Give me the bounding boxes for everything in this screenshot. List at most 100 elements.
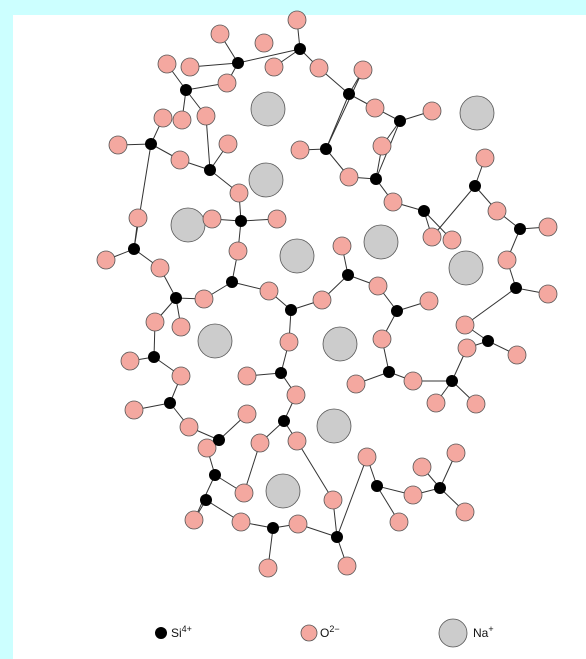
- silicon-atom: [434, 482, 446, 494]
- silicon-atom: [204, 164, 216, 176]
- oxygen-atom: [423, 228, 441, 246]
- oxygen-atom: [158, 55, 176, 73]
- silicon-atom: [278, 415, 290, 427]
- oxygen-atom: [358, 448, 376, 466]
- oxygen-atom: [324, 491, 342, 509]
- oxygen-atom: [197, 107, 215, 125]
- oxygen-atom: [458, 339, 476, 357]
- oxygen-atom: [180, 418, 198, 436]
- legend-o-label: O2−: [320, 624, 340, 640]
- oxygen-atom: [488, 202, 506, 220]
- silicon-atom: [209, 469, 221, 481]
- legend-si-marker: [155, 627, 167, 639]
- oxygen-atom: [456, 316, 474, 334]
- oxygen-atom: [347, 375, 365, 393]
- legend-na-label: Na+: [473, 624, 494, 640]
- oxygen-atom: [251, 434, 269, 452]
- silicon-atom: [482, 335, 494, 347]
- oxygen-atom: [340, 168, 358, 186]
- oxygen-atom: [218, 74, 236, 92]
- oxygen-atom: [129, 209, 147, 227]
- oxygen-atom: [259, 559, 277, 577]
- sodium-ion: [460, 96, 494, 130]
- silicon-atom: [370, 173, 382, 185]
- silicon-atom: [446, 375, 458, 387]
- silicon-atom: [226, 276, 238, 288]
- silicon-atom: [391, 305, 403, 317]
- sodium-ion: [323, 327, 357, 361]
- oxygen-atom: [423, 102, 441, 120]
- oxygen-atom: [443, 231, 461, 249]
- oxygen-atom: [447, 444, 465, 462]
- silicon-atom: [164, 397, 176, 409]
- oxygen-atom: [151, 259, 169, 277]
- silicon-atom: [232, 57, 244, 69]
- oxygen-atom: [229, 242, 247, 260]
- oxygen-atom: [390, 513, 408, 531]
- oxygen-atom: [366, 99, 384, 117]
- oxygen-atom: [373, 330, 391, 348]
- oxygen-atom: [232, 513, 250, 531]
- oxygen-atom: [384, 193, 402, 211]
- oxygen-atom: [255, 34, 273, 52]
- bond-line: [465, 288, 516, 325]
- oxygen-atom: [265, 58, 283, 76]
- silicon-atom: [510, 282, 522, 294]
- oxygen-atom: [171, 151, 189, 169]
- oxygen-atom: [238, 367, 256, 385]
- silicon-atom: [275, 367, 287, 379]
- oxygen-atom: [467, 395, 485, 413]
- sodium-ion: [449, 251, 483, 285]
- silicon-atom: [267, 522, 279, 534]
- silicon-atom: [294, 43, 306, 55]
- silicon-atom: [469, 180, 481, 192]
- silicon-atom: [418, 205, 430, 217]
- oxygen-atom: [456, 503, 474, 521]
- oxygen-atom: [287, 386, 305, 404]
- silicon-atom: [331, 531, 343, 543]
- oxygen-atom: [288, 432, 306, 450]
- oxygen-atom: [173, 111, 191, 129]
- oxygen-atom: [498, 251, 516, 269]
- oxygen-atom: [354, 61, 372, 79]
- oxygen-atom: [125, 401, 143, 419]
- silicon-atom: [383, 366, 395, 378]
- oxygen-atom: [195, 290, 213, 308]
- oxygen-atom: [185, 511, 203, 529]
- silicon-atom: [343, 88, 355, 100]
- silicon-atom: [200, 494, 212, 506]
- legend-si-label: Si4+: [171, 624, 192, 640]
- silicon-atom: [342, 269, 354, 281]
- legend: Si4+ O2− Na+: [155, 619, 494, 647]
- oxygen-atom: [427, 394, 445, 412]
- oxygen-atom: [172, 367, 190, 385]
- oxygen-atom: [288, 11, 306, 29]
- silicon-atom: [180, 84, 192, 96]
- oxygen-atom: [373, 137, 391, 155]
- silicon-atom: [320, 143, 332, 155]
- oxygen-atom: [369, 277, 387, 295]
- oxygen-atom: [404, 486, 422, 504]
- oxygen-atom: [476, 149, 494, 167]
- oxygen-atom: [230, 184, 248, 202]
- silicon-atom: [394, 115, 406, 127]
- silicon-atom: [128, 243, 140, 255]
- silicon-atom: [235, 215, 247, 227]
- oxygen-atom: [508, 346, 526, 364]
- oxygen-atom: [181, 58, 199, 76]
- oxygen-atom: [260, 282, 278, 300]
- sodium-ion: [198, 324, 232, 358]
- oxygen-atom: [154, 109, 172, 127]
- legend-na-marker: [439, 619, 467, 647]
- sodium-ion: [249, 163, 283, 197]
- oxygen-atom: [310, 59, 328, 77]
- silicon-atom: [371, 480, 383, 492]
- oxygen-atom: [338, 557, 356, 575]
- oxygen-atom: [203, 210, 221, 228]
- silicon-atom: [514, 223, 526, 235]
- oxygen-atom: [235, 484, 253, 502]
- sodium-ion: [171, 208, 205, 242]
- oxygen-atom: [413, 458, 431, 476]
- bond-line: [432, 186, 475, 237]
